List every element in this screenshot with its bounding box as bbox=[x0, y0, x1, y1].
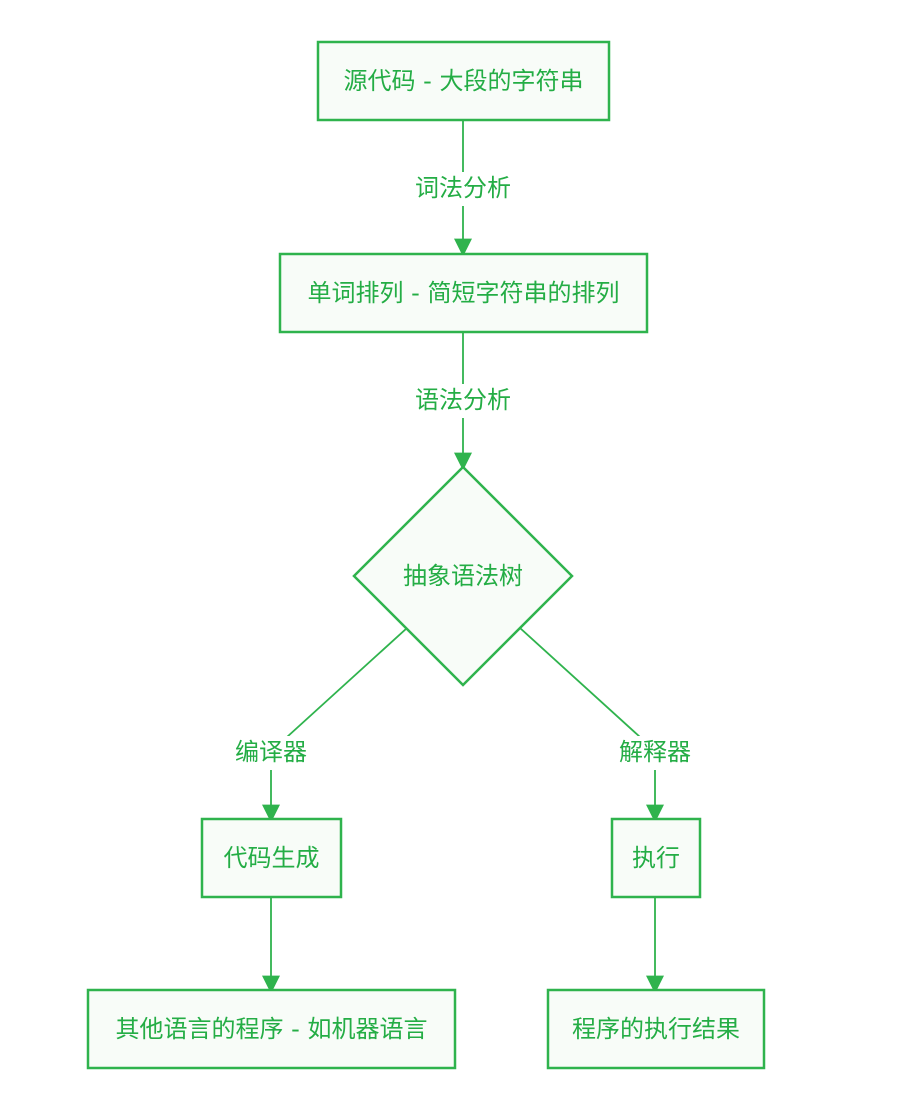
execution-result-label: 程序的执行结果 bbox=[572, 1015, 740, 1043]
other-language-label: 其他语言的程序 - 如机器语言 bbox=[116, 1015, 428, 1043]
node-other-language: 其他语言的程序 - 如机器语言 bbox=[86, 988, 457, 1070]
edge-label-lexical-analysis: 词法分析 bbox=[404, 172, 522, 206]
node-tokens: 单词排列 - 简短字符串的排列 bbox=[278, 252, 649, 334]
source-code-label: 源代码 - 大段的字符串 bbox=[344, 67, 584, 95]
edge-label-interpreter: 解释器 bbox=[608, 736, 702, 770]
node-codegen: 代码生成 bbox=[200, 817, 343, 899]
compiler-label: 编译器 bbox=[235, 738, 307, 766]
codegen-label: 代码生成 bbox=[224, 844, 320, 872]
node-source-code: 源代码 - 大段的字符串 bbox=[316, 40, 611, 122]
node-ast: 抽象语法树 bbox=[352, 465, 574, 687]
edge-label-compiler: 编译器 bbox=[224, 736, 318, 770]
syntax-analysis-label: 语法分析 bbox=[415, 386, 511, 414]
edge-label-syntax-analysis: 语法分析 bbox=[404, 384, 522, 418]
edge-ast-to-codegen bbox=[262, 627, 408, 823]
interpreter-label: 解释器 bbox=[619, 738, 691, 766]
execute-label: 执行 bbox=[632, 844, 680, 872]
lexical-analysis-label: 词法分析 bbox=[415, 174, 511, 202]
node-execute: 执行 bbox=[610, 817, 702, 899]
edge-ast-to-execute bbox=[519, 627, 664, 823]
ast-label: 抽象语法树 bbox=[403, 562, 523, 590]
node-execution-result: 程序的执行结果 bbox=[546, 988, 766, 1070]
tokens-label: 单词排列 - 简短字符串的排列 bbox=[308, 279, 620, 307]
